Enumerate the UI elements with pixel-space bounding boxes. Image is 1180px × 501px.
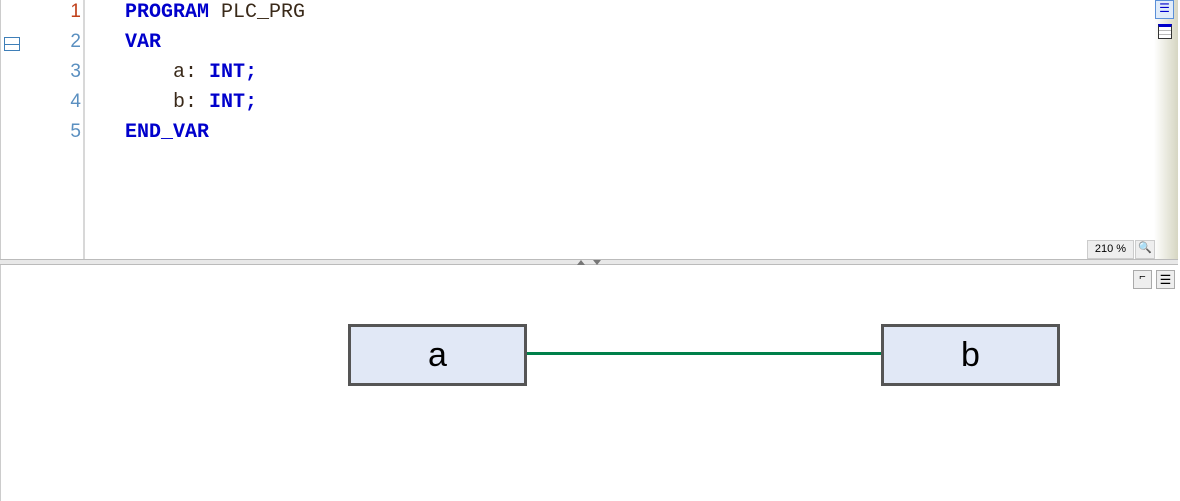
splitter[interactable] (0, 259, 1178, 265)
editor-side-toolbar: ☰ (1154, 0, 1178, 259)
identifier: a: (125, 61, 210, 84)
line-number: 2 (70, 31, 81, 52)
textual-view-icon[interactable]: ☰ (1155, 0, 1174, 19)
line-number: 5 (70, 121, 81, 142)
connection-line[interactable] (526, 352, 881, 355)
splitter-up-arrow-icon[interactable] (577, 260, 585, 265)
tabular-view-icon[interactable] (1158, 24, 1172, 39)
box-a[interactable]: a (348, 324, 527, 386)
keyword: END_VAR (125, 121, 210, 144)
line-number-gutter (1, 0, 85, 259)
line-number: 4 (70, 91, 81, 112)
box-b[interactable]: b (881, 324, 1060, 386)
identifier: PLC_PRG (209, 1, 306, 24)
line-number: 3 (70, 61, 81, 82)
zoom-magnifier-icon[interactable]: 🔍 (1135, 240, 1155, 259)
menu-list-icon[interactable]: ☰ (1156, 270, 1175, 289)
code-line[interactable]: END_VAR (125, 121, 209, 144)
fold-collapse-icon[interactable] (4, 37, 20, 51)
code-line[interactable]: VAR (125, 31, 161, 54)
declaration-editor[interactable]: ☰ 210 % 🔍 1 PROGRAM PLC_PRG 2 VAR 3 a: INT; 4… (0, 0, 1180, 259)
code-line[interactable]: a: INT; (125, 61, 257, 84)
keyword: VAR (125, 31, 162, 54)
graphical-editor[interactable] (0, 265, 1180, 501)
splitter-down-arrow-icon[interactable] (593, 260, 601, 265)
zoom-level[interactable]: 210 % (1087, 240, 1134, 259)
keyword: INT; (209, 91, 258, 114)
code-line[interactable]: PROGRAM PLC_PRG (125, 1, 305, 24)
line-number: 1 (70, 1, 81, 22)
routing-icon[interactable]: ⌐ (1133, 270, 1152, 289)
identifier: b: (125, 91, 210, 114)
keyword: PROGRAM (125, 1, 210, 24)
keyword: INT; (209, 61, 258, 84)
code-line[interactable]: b: INT; (125, 91, 257, 114)
